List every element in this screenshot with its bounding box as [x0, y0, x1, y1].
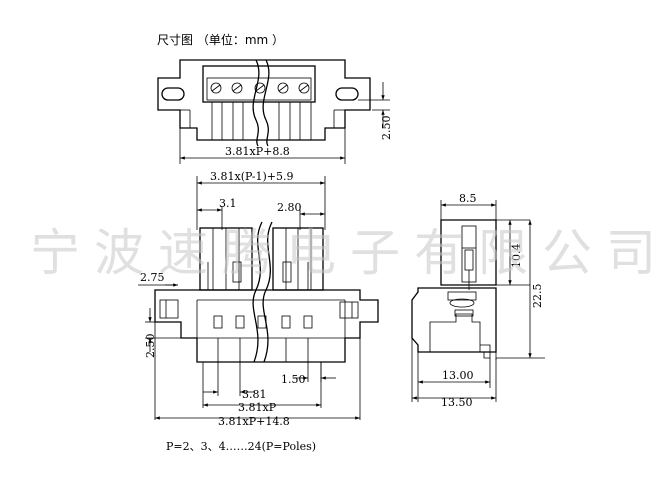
dim-right-offset: 2.80 [277, 201, 302, 214]
dim-top-height: 2.50 [380, 116, 393, 141]
dim-left-offset: 3.1 [219, 197, 237, 210]
front-view: 3.81x(P-1)+5.9 3.1 2.80 [138, 170, 379, 428]
poles-footnote: P=2、3、4……24(P=Poles) [166, 440, 316, 453]
right-slot [335, 87, 359, 101]
dim-pitch: 3.81 [242, 388, 267, 401]
dim-side-top: 8.5 [459, 192, 477, 205]
dim-side-upper: 10.4 [510, 244, 523, 269]
dim-side-outer: 13.50 [441, 396, 473, 409]
dim-overall: 3.81xP+14.8 [218, 415, 290, 428]
drawing-title: 尺寸图 （单位：mm ） [157, 32, 284, 47]
break-line [252, 59, 260, 147]
dim-side-inner: 13.00 [442, 369, 474, 382]
top-view: 3.81xP+8.8 2.50 [157, 59, 393, 164]
watermark-text: 宁波速腾电子有限公司 [30, 224, 652, 282]
left-slot [161, 87, 185, 101]
dim-pin-width: 1.50 [281, 373, 306, 386]
screw-icons [210, 82, 310, 94]
dim-top-total: 3.81xP+8.8 [225, 145, 290, 158]
dim-left-height: 2.50 [144, 334, 157, 359]
break-line-front [252, 221, 263, 363]
dim-pitch-span: 3.81x(P-1)+5.9 [210, 170, 294, 183]
dim-side-total: 22.5 [531, 284, 544, 309]
dim-pitch-total: 3.81xP [238, 401, 277, 414]
side-view: 8.5 10.4 22.5 13.00 13.50 [411, 192, 545, 409]
dim-left-tab: 2.75 [140, 271, 165, 284]
